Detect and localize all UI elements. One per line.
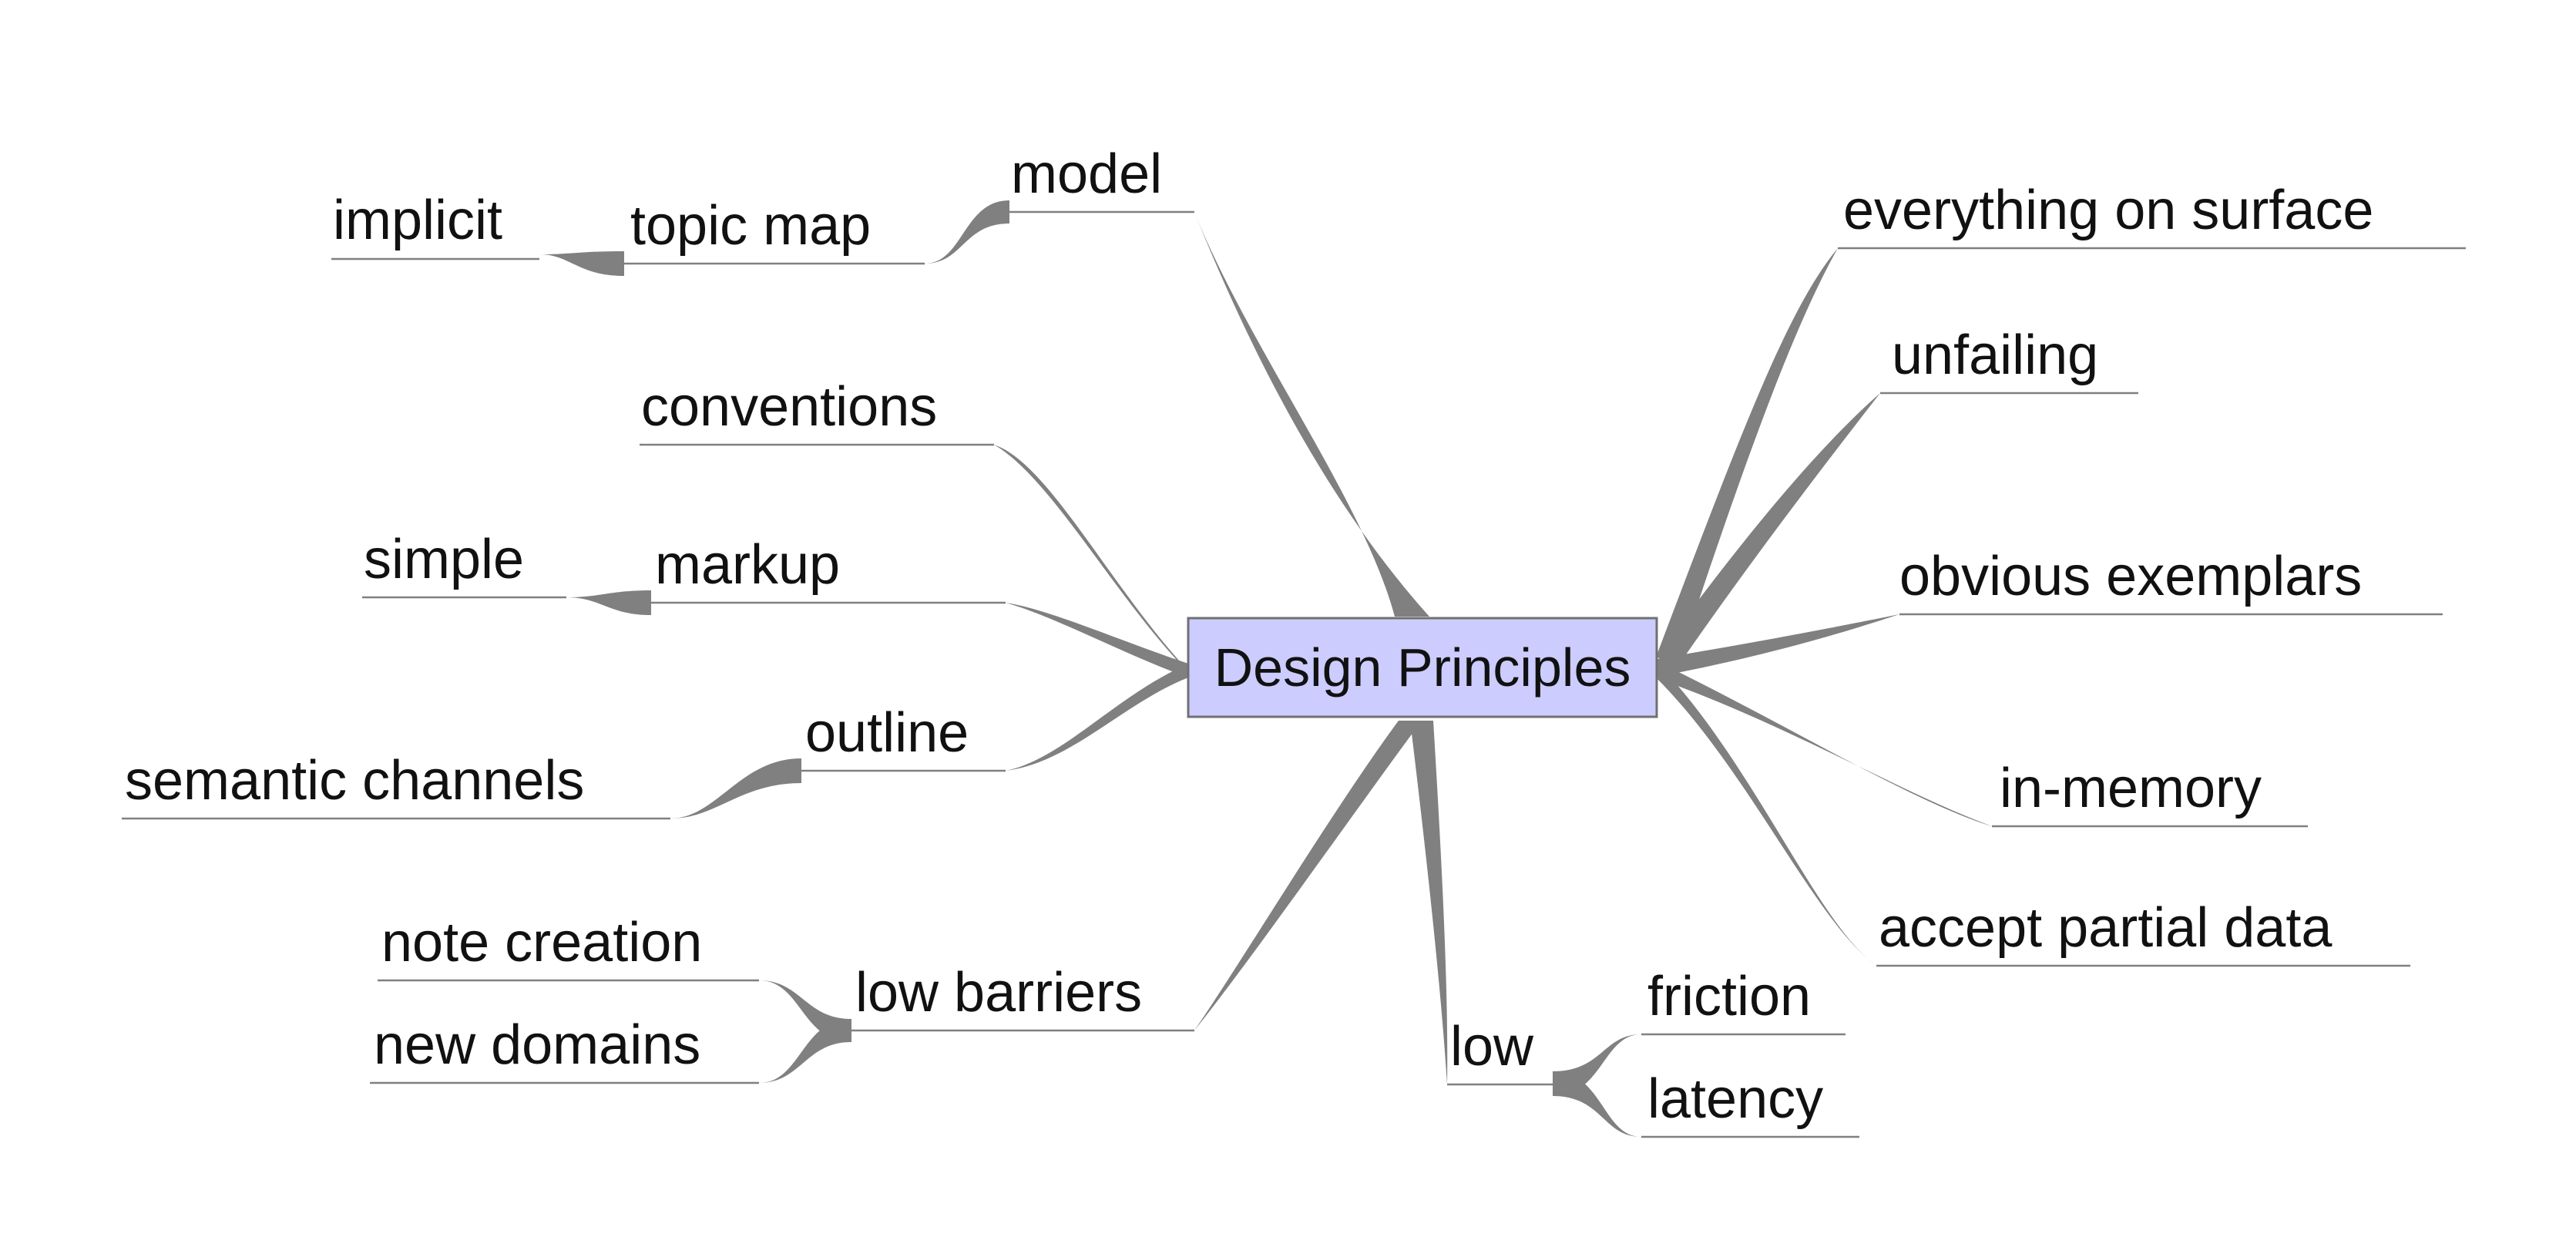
central-node-box [1187, 617, 1658, 718]
node-unfailing: unfailing [1892, 324, 2098, 386]
node-note-creation: note creation [381, 912, 702, 973]
branch-outline [1006, 663, 1191, 771]
node-low-barriers: low barriers [855, 962, 1142, 1024]
node-model: model [1011, 143, 1162, 205]
branch-accept-partial-data [1657, 671, 1876, 966]
node-latency: latency [1647, 1068, 1823, 1130]
branch-obvious-exemplars [1657, 614, 1899, 677]
branch-new-domains [759, 1019, 851, 1083]
branch-semantic-channels [670, 758, 801, 819]
node-new-domains: new domains [374, 1014, 700, 1076]
node-simple: simple [364, 529, 524, 590]
node-obvious-exemplars: obvious exemplars [1899, 546, 2362, 607]
central-node-label: Design Principles [1214, 637, 1631, 698]
node-implicit: implicit [333, 190, 502, 251]
branch-conventions [994, 445, 1191, 674]
branch-everything-on-surface [1657, 248, 1838, 669]
node-markup: markup [655, 534, 840, 596]
node-outline: outline [805, 702, 969, 764]
branch-topic-map [925, 200, 1009, 264]
node-accept-partial-data: accept partial data [1879, 897, 2333, 959]
node-in-memory: in-memory [2000, 758, 2262, 819]
node-conventions: conventions [641, 376, 937, 438]
branch-unfailing [1657, 393, 1880, 669]
branch-low-barriers [1194, 721, 1422, 1030]
branch-in-memory [1657, 661, 1992, 826]
node-friction: friction [1647, 966, 1811, 1027]
branch-latency [1553, 1071, 1641, 1137]
central-node: Design Principles [1187, 617, 1658, 718]
node-low: low [1450, 1016, 1534, 1077]
branch-markup [1006, 603, 1191, 678]
node-semantic-channels: semantic channels [125, 750, 584, 812]
branch-low [1410, 721, 1448, 1084]
branch-model [1194, 212, 1429, 617]
node-topic-map: topic map [630, 195, 871, 257]
node-everything-on-surface: everything on surface [1843, 180, 2373, 241]
branch-implicit [539, 251, 624, 276]
branch-simple [566, 590, 651, 615]
